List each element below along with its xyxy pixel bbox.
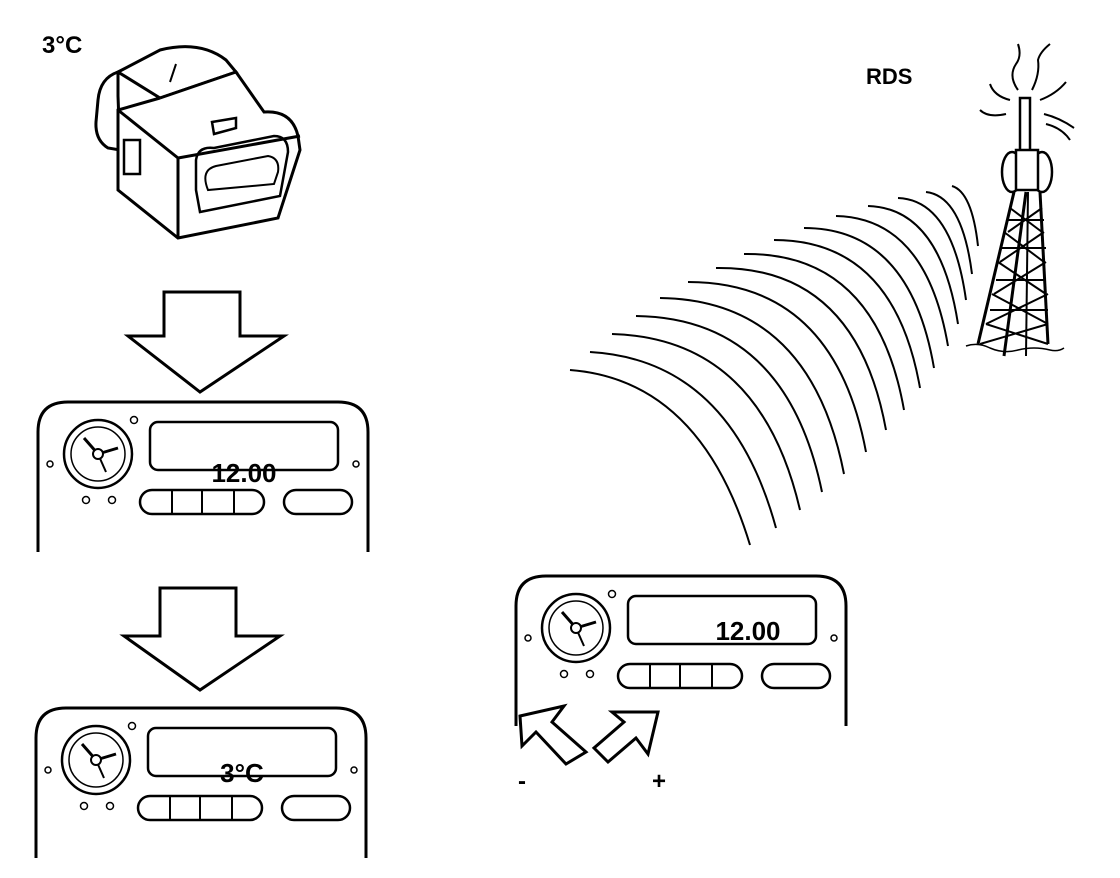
plus-arrow-icon bbox=[591, 710, 660, 765]
minus-arrow-icon bbox=[518, 703, 589, 766]
down-arrow-icon bbox=[119, 586, 285, 692]
sensor-temp-label: 3°C bbox=[42, 32, 83, 59]
display-text-clock: 12.00 bbox=[211, 458, 277, 488]
rds-label: RDS bbox=[866, 64, 913, 89]
minus-label: - bbox=[518, 768, 526, 795]
display-text-rds: 12.00 bbox=[715, 616, 781, 646]
temperature-sensor-icon bbox=[94, 45, 302, 240]
control-panel-rds bbox=[514, 574, 848, 728]
radio-waves-icon bbox=[569, 185, 979, 546]
display-text-temperature: 3°C bbox=[220, 758, 264, 788]
down-arrow-icon bbox=[123, 290, 289, 394]
plus-label: + bbox=[652, 768, 667, 795]
rds-tower-icon bbox=[965, 43, 1075, 357]
